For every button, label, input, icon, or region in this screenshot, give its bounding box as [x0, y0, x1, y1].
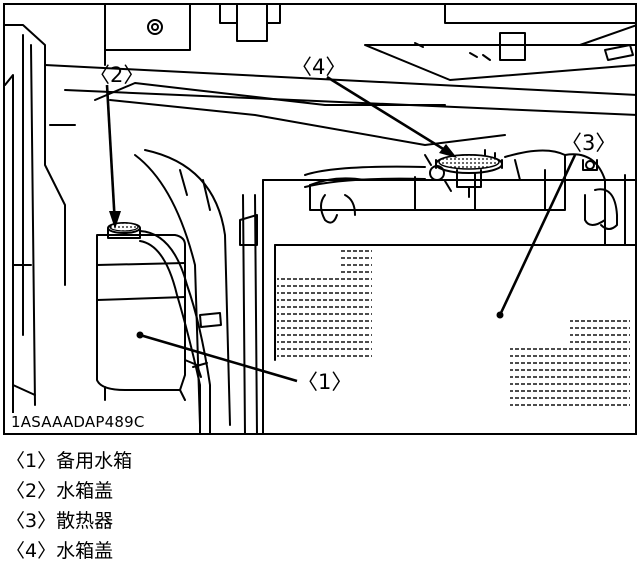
- legend-item: 〈2〉水箱盖: [6, 476, 626, 506]
- callout-4: 〈4〉: [291, 55, 346, 79]
- callout-3: 〈3〉: [561, 131, 616, 155]
- legend-text: 备用水箱: [56, 450, 133, 472]
- legend-number: 〈4〉: [6, 540, 57, 562]
- radiator-illustration: 〈1〉 〈2〉 〈3〉 〈4〉 1ASAAADAP489C: [3, 3, 637, 435]
- callout-1: 〈1〉: [297, 370, 352, 394]
- legend-item: 〈1〉备用水箱: [6, 446, 626, 476]
- legend-number: 〈2〉: [6, 480, 57, 502]
- legend-text: 水箱盖: [56, 480, 114, 502]
- legend-text: 水箱盖: [56, 540, 114, 562]
- legend-number: 〈1〉: [6, 450, 57, 472]
- legend-item: 〈3〉散热器: [6, 506, 626, 536]
- parts-legend: 〈1〉备用水箱 〈2〉水箱盖 〈3〉散热器 〈4〉水箱盖: [6, 446, 626, 566]
- legend-item: 〈4〉水箱盖: [6, 536, 626, 566]
- engine-bay-drawing: 〈1〉 〈2〉 〈3〉 〈4〉: [5, 5, 635, 433]
- callout-2: 〈2〉: [89, 63, 144, 87]
- legend-number: 〈3〉: [6, 510, 57, 532]
- legend-text: 散热器: [56, 510, 114, 532]
- figure-code: 1ASAAADAP489C: [9, 413, 147, 431]
